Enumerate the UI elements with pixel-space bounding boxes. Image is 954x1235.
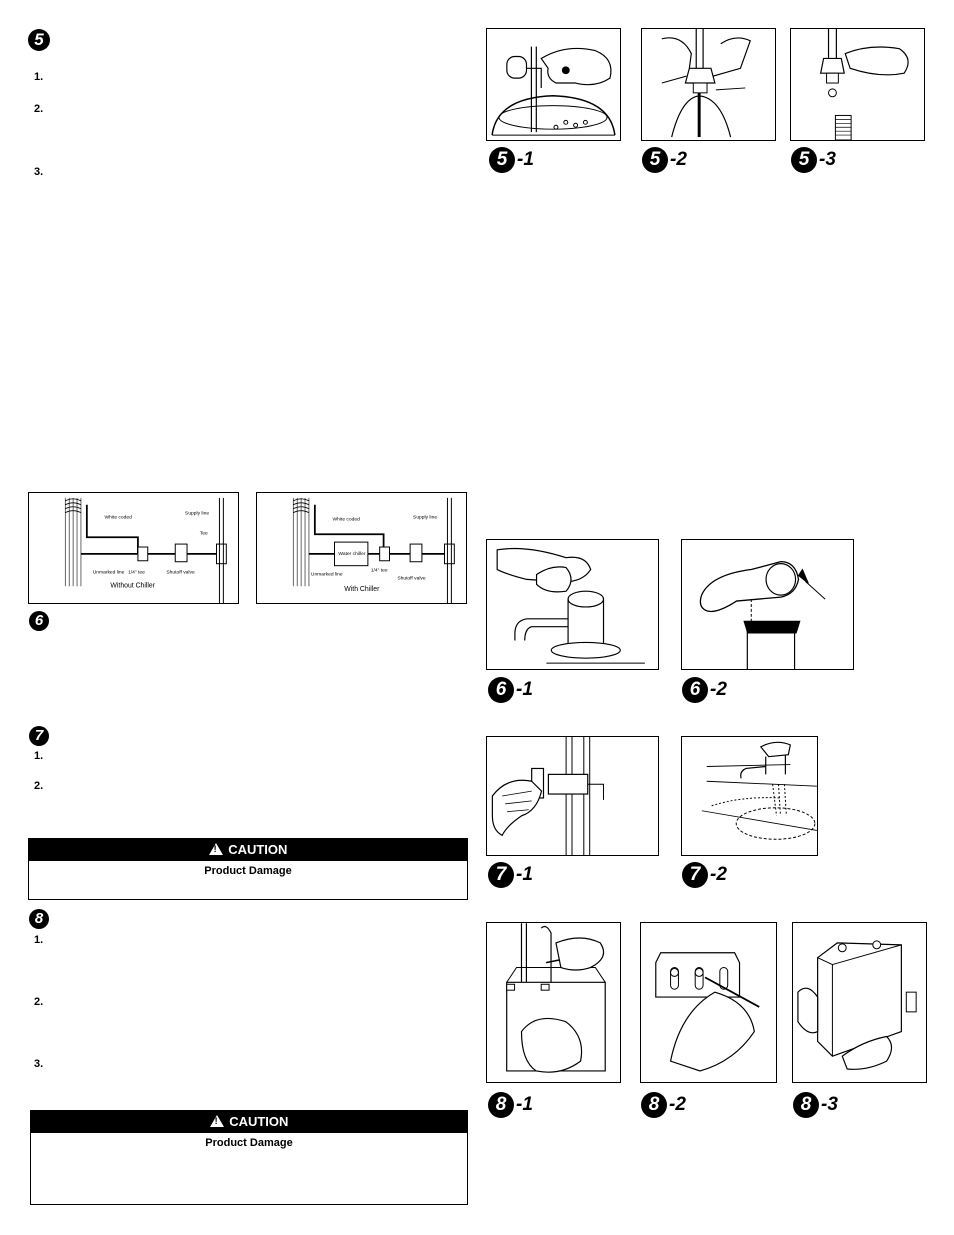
diagram-without-chiller: White coded Supply line Tee Unmarked lin… xyxy=(28,492,239,604)
step-5-item-2: 2. xyxy=(34,103,44,115)
step-7-badge: 7 xyxy=(29,726,49,746)
figure-7-1-illustration xyxy=(486,736,659,856)
step-5-badge: 5 xyxy=(28,29,50,51)
diagram-title: With Chiller xyxy=(344,586,380,593)
label-white-coded: White coded xyxy=(333,517,361,523)
label-water-chiller: Water chiller xyxy=(338,551,365,557)
step-5-item-1: 1. xyxy=(34,71,44,83)
caution-box-1: CAUTION Product Damage xyxy=(28,838,468,900)
step-7-item-2: 2. xyxy=(34,780,44,792)
figure-5-1-label: 5-1 xyxy=(489,147,534,173)
step-8-badge: 8 xyxy=(29,909,49,929)
figure-8-3-label: 8-3 xyxy=(793,1092,838,1118)
figure-8-1-label: 8-1 xyxy=(488,1092,533,1118)
caution-box-2: CAUTION Product Damage xyxy=(30,1110,468,1205)
caution-subtitle: Product Damage xyxy=(204,865,292,877)
figure-6-2-label: 6-2 xyxy=(682,677,727,703)
figure-6-2-illustration xyxy=(681,539,854,670)
label-supply-line: Supply line xyxy=(413,515,437,521)
figure-7-2-label: 7-2 xyxy=(682,862,727,888)
figure-5-3-illustration xyxy=(790,28,925,141)
figure-8-1-illustration xyxy=(486,922,621,1083)
figure-8-3-illustration xyxy=(792,922,927,1083)
warning-triangle-icon xyxy=(208,843,223,855)
figure-7-2-illustration xyxy=(681,736,818,856)
figure-5-1-illustration xyxy=(486,28,621,141)
label-tee: Tee xyxy=(200,530,208,536)
step-8-item-3: 3. xyxy=(34,1058,44,1070)
label-quarter-tee: 1/4" tee xyxy=(371,568,388,574)
label-shutoff-valve: Shutoff valve xyxy=(166,570,195,576)
figure-8-2-illustration xyxy=(640,922,777,1083)
label-quarter-tee: 1/4" tee xyxy=(128,570,145,576)
figure-8-2-label: 8-2 xyxy=(641,1092,686,1118)
figure-5-2-label: 5-2 xyxy=(642,147,687,173)
figure-5-2-illustration xyxy=(641,28,776,141)
figure-5-3-label: 5-3 xyxy=(791,147,836,173)
label-unmarked-line: Unmarked line xyxy=(93,570,125,576)
label-unmarked-line: Unmarked line xyxy=(311,572,343,578)
figure-6-1-illustration xyxy=(486,539,659,670)
caution-header: CAUTION xyxy=(31,1111,467,1133)
diagram-with-chiller: White coded Supply line Water chiller Un… xyxy=(256,492,467,604)
step-8-item-2: 2. xyxy=(34,996,44,1008)
label-supply-line: Supply line xyxy=(185,511,209,517)
label-shutoff-valve: Shutoff valve xyxy=(397,575,426,581)
label-white-coded: White coded xyxy=(105,515,133,521)
step-8-item-1: 1. xyxy=(34,934,44,946)
step-6-badge: 6 xyxy=(29,611,49,631)
caution-header: CAUTION xyxy=(29,839,467,861)
step-5-item-3: 3. xyxy=(34,166,44,178)
figure-6-1-label: 6-1 xyxy=(488,677,533,703)
figure-7-1-label: 7-1 xyxy=(488,862,533,888)
caution-subtitle: Product Damage xyxy=(205,1137,293,1149)
step-7-item-1: 1. xyxy=(34,750,44,762)
warning-triangle-icon xyxy=(209,1115,224,1127)
diagram-title: Without Chiller xyxy=(110,582,155,589)
